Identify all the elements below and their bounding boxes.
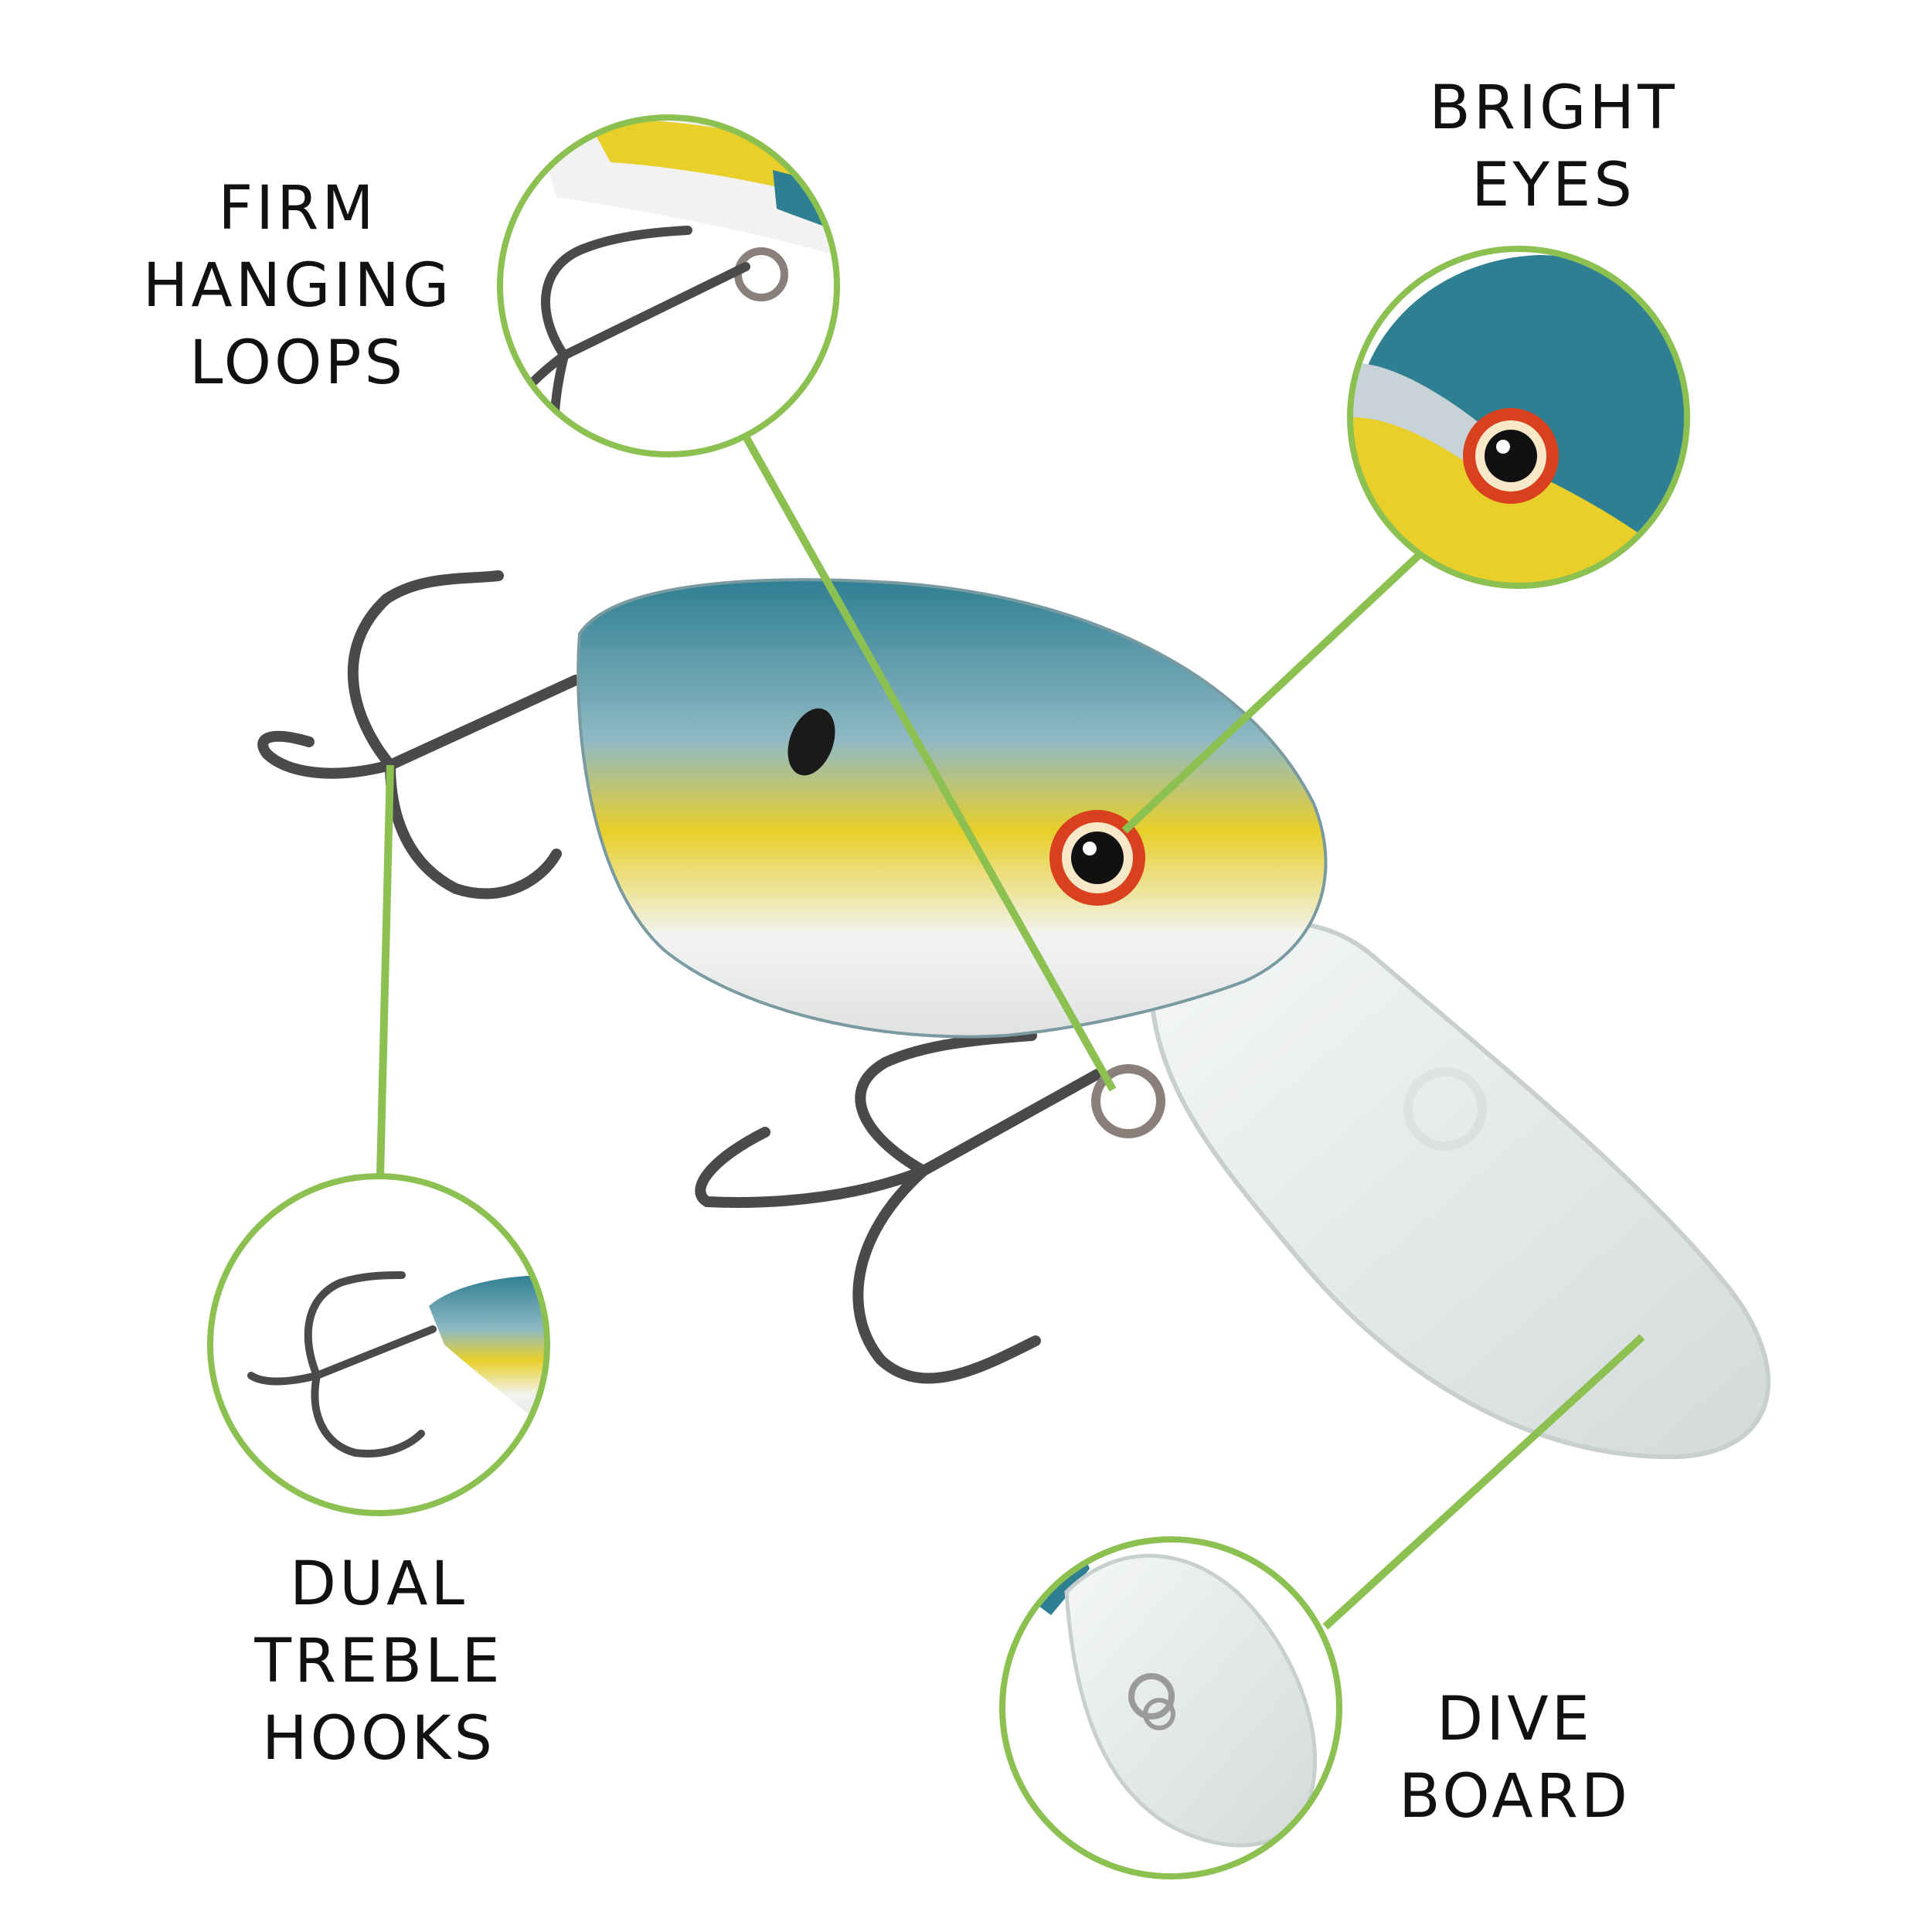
leader-dual-treble-hooks (376, 764, 394, 1177)
label-line: EYES (1471, 151, 1635, 220)
leader-lines (376, 434, 1645, 1630)
detail-circle-dive-board (999, 1536, 1342, 1879)
label-line: TREBLE (254, 1627, 503, 1696)
split-ring-front (1091, 1064, 1165, 1138)
leader-firm-hanging-loops (742, 434, 1117, 1092)
label-line: HANGING (142, 251, 453, 321)
label-line: LOOPS (189, 328, 406, 398)
label-line: BOARD (1399, 1762, 1631, 1832)
rear-treble-hook (257, 570, 581, 900)
gill-spot (787, 708, 835, 776)
detail-circle-dual-treble-hooks (207, 1173, 550, 1516)
label-dual-treble-hooks: DUAL TREBLE HOOKS (201, 1546, 556, 1777)
detail-circle-firm-hanging-loops (497, 114, 840, 457)
label-firm-hanging-loops: FIRM HANGING LOOPS (116, 170, 479, 402)
leader-dive-board (1322, 1334, 1645, 1630)
label-line: DIVE (1437, 1685, 1593, 1754)
label-line: HOOKS (261, 1704, 496, 1774)
label-line: DUAL (290, 1549, 468, 1619)
label-bright-eyes: BRIGHT EYES (1376, 70, 1731, 224)
label-line: BRIGHT (1429, 73, 1678, 143)
detail-circle-bright-eyes (1347, 246, 1690, 589)
front-treble-hook (695, 1030, 1103, 1384)
label-dive-board: DIVE BOARD (1360, 1681, 1669, 1835)
label-line: FIRM (218, 174, 377, 243)
leader-bright-eyes (1121, 546, 1429, 834)
dive-lip (1148, 920, 1771, 1460)
lure-eye (1049, 810, 1145, 906)
